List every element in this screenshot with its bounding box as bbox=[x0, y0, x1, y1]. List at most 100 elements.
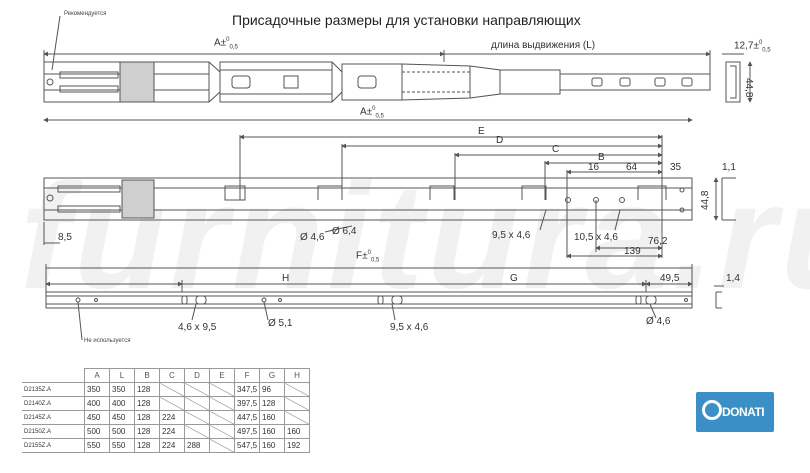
dim-D: D bbox=[496, 135, 504, 146]
table-cell: 128 bbox=[134, 382, 160, 397]
dim-hole-4-6-b: Ø 4,6 bbox=[646, 316, 671, 327]
table-cell bbox=[284, 410, 311, 425]
table-cell: 96 bbox=[259, 382, 286, 397]
dim-slot-9-5-b: 9,5 x 4,6 bbox=[390, 322, 429, 333]
dim-1-1: 1,1 bbox=[722, 162, 736, 173]
dim-slot-4-6-x-9-5: 4,6 x 9,5 bbox=[178, 322, 217, 333]
dim-1-4: 1,4 bbox=[726, 273, 740, 284]
table-cell: 347,5 bbox=[233, 382, 261, 397]
slide-side-view bbox=[43, 177, 693, 221]
note-not-used: Не используется bbox=[84, 338, 131, 344]
slide-profile-mid bbox=[713, 177, 736, 221]
table-cell: 224 bbox=[159, 438, 185, 453]
dim-extension-length: длина выдвижения (L) bbox=[491, 40, 596, 51]
model-cell: D2145Z.A bbox=[22, 410, 85, 425]
table-cell: 160 bbox=[284, 424, 311, 439]
table-cell: 500 bbox=[109, 424, 135, 439]
table-cell: 550 bbox=[109, 438, 135, 453]
table-cell: 397,5 bbox=[233, 396, 261, 411]
dim-E: E bbox=[478, 126, 485, 137]
note-recommended: Рекомендуется bbox=[64, 11, 107, 17]
dim-hole-5-1: Ø 5,1 bbox=[268, 318, 293, 329]
table-cell: 160 bbox=[259, 424, 286, 439]
table-cell bbox=[209, 424, 235, 439]
table-cell bbox=[159, 396, 185, 411]
col-header: L bbox=[109, 368, 135, 383]
logo-ring-icon bbox=[702, 400, 722, 420]
table-cell: 192 bbox=[284, 438, 311, 453]
table-cell: 350 bbox=[109, 382, 135, 397]
table-cell bbox=[209, 382, 235, 397]
table-cell bbox=[159, 382, 185, 397]
model-cell: D2140Z.A bbox=[22, 396, 85, 411]
dim-F: F±00,5 bbox=[356, 250, 380, 264]
table-cell bbox=[184, 410, 210, 425]
table-cell: 224 bbox=[159, 424, 185, 439]
table-cell: 160 bbox=[259, 438, 286, 453]
table-cell: 497,5 bbox=[233, 424, 261, 439]
donati-logo: DONATI bbox=[696, 392, 774, 432]
slide-top-view bbox=[43, 61, 711, 103]
slide-profile-bottom bbox=[714, 285, 724, 309]
table-cell: 128 bbox=[259, 396, 286, 411]
table-cell: 160 bbox=[259, 410, 286, 425]
dim-slot-9-5: 9,5 x 4,6 bbox=[492, 230, 531, 241]
col-header: G bbox=[259, 368, 286, 383]
model-cell: D2150Z.A bbox=[22, 424, 85, 439]
dim-16: 16 bbox=[588, 162, 600, 173]
table-cell: 450 bbox=[84, 410, 110, 425]
col-header: H bbox=[284, 368, 311, 383]
dim-8-5: 8,5 bbox=[58, 232, 72, 243]
table-cell: 447,5 bbox=[233, 410, 261, 425]
dim-G: G bbox=[510, 273, 518, 284]
logo-text: DONATI bbox=[722, 405, 765, 419]
dim-H: H bbox=[282, 273, 290, 284]
slide-profile-top bbox=[722, 53, 753, 103]
table-cell: 400 bbox=[109, 396, 135, 411]
table-cell: 400 bbox=[84, 396, 110, 411]
table-cell: 550 bbox=[84, 438, 110, 453]
table-cell bbox=[184, 396, 210, 411]
dim-35: 35 bbox=[670, 162, 682, 173]
dim-C: C bbox=[552, 144, 560, 155]
page-title: Присадочные размеры для установки направ… bbox=[232, 12, 581, 28]
slide-bottom-view bbox=[45, 291, 693, 309]
dim-width: 12,7±00,5 bbox=[734, 40, 771, 54]
model-cell: D2135Z.A bbox=[22, 382, 85, 397]
col-header: E bbox=[209, 368, 235, 383]
dim-a-mid: A±00,5 bbox=[360, 106, 384, 120]
table-cell bbox=[184, 382, 210, 397]
dim-49-5: 49,5 bbox=[660, 273, 680, 284]
dim-hole-6-4: Ø 6,4 bbox=[332, 226, 357, 237]
dim-hole-4-6: Ø 4,6 bbox=[300, 232, 325, 243]
dim-a-top: A±00,5 bbox=[214, 37, 238, 51]
table-cell: 350 bbox=[84, 382, 110, 397]
table-cell: 128 bbox=[134, 396, 160, 411]
col-header: F bbox=[233, 368, 261, 383]
dim-76-2: 76,2 bbox=[648, 236, 668, 247]
table-cell: 450 bbox=[109, 410, 135, 425]
col-header: B bbox=[134, 368, 160, 383]
table-cell bbox=[209, 438, 235, 453]
col-header: C bbox=[159, 368, 185, 383]
dim-139: 139 bbox=[624, 246, 641, 257]
dim-slot-10-5: 10,5 x 4,6 bbox=[574, 232, 618, 243]
table-cell: 224 bbox=[159, 410, 185, 425]
dim-44-8-mid: 44,8 bbox=[700, 190, 711, 210]
table-cell: 547,5 bbox=[233, 438, 261, 453]
table-cell bbox=[184, 424, 210, 439]
col-header: D bbox=[184, 368, 210, 383]
table-cell: 128 bbox=[134, 438, 160, 453]
table-cell bbox=[209, 396, 235, 411]
table-cell: 128 bbox=[134, 424, 160, 439]
table-cell bbox=[284, 382, 311, 397]
dim-64: 64 bbox=[626, 162, 638, 173]
table-cell: 128 bbox=[134, 410, 160, 425]
col-header: A bbox=[84, 368, 110, 383]
